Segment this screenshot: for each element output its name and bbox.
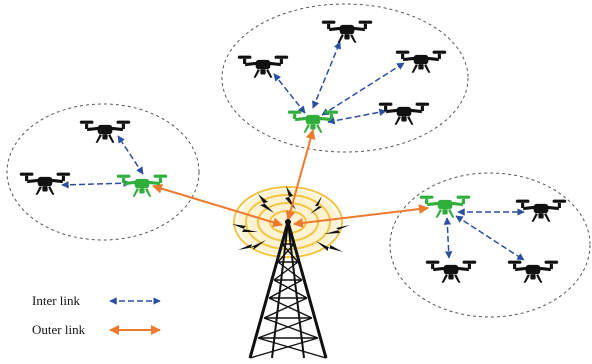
outer-link-top <box>285 129 316 221</box>
tower-bracing <box>249 243 327 359</box>
drone-member-icon <box>425 260 477 283</box>
radio-tower-icon <box>248 219 328 359</box>
legend: Inter link Outer link <box>32 293 161 337</box>
cluster-boundaries <box>6 3 591 318</box>
bolt-icon-lower-left <box>238 240 266 250</box>
cluster-right-boundary <box>389 172 591 318</box>
inter-link-top-3 <box>321 62 405 116</box>
inter-link-top-2 <box>312 41 341 109</box>
inter-link-top-1 <box>273 73 306 114</box>
inter-links <box>61 41 525 261</box>
bolt-icon-lower-right <box>316 241 343 252</box>
cluster-top-boundary <box>221 3 469 153</box>
tower-beacon <box>285 219 291 225</box>
drone-member-icon <box>378 102 430 125</box>
outer-links <box>152 129 429 228</box>
drone-member-icon <box>321 20 373 43</box>
inter-link-right-2 <box>443 217 453 259</box>
drone-member-icon <box>237 55 289 78</box>
drone-member-icon <box>79 120 131 143</box>
inter-link-top-4 <box>327 108 387 125</box>
drone-member-icon <box>19 172 71 195</box>
drone-head-icon <box>116 174 168 197</box>
inter-link-right-3 <box>455 215 525 261</box>
outer-link-left <box>152 183 283 228</box>
legend-outer-label: Outer link <box>32 322 86 337</box>
drone-member-icon <box>395 50 447 73</box>
drone-member-icon <box>515 199 567 222</box>
inter-link-left-2 <box>117 135 144 175</box>
legend-inter-label: Inter link <box>32 293 81 308</box>
cluster-left-boundary <box>6 103 200 241</box>
drone-head-icon <box>419 195 471 218</box>
inter-link-left-1 <box>61 179 131 189</box>
outer-link-right <box>293 204 429 228</box>
drone-member-icon <box>507 260 559 283</box>
